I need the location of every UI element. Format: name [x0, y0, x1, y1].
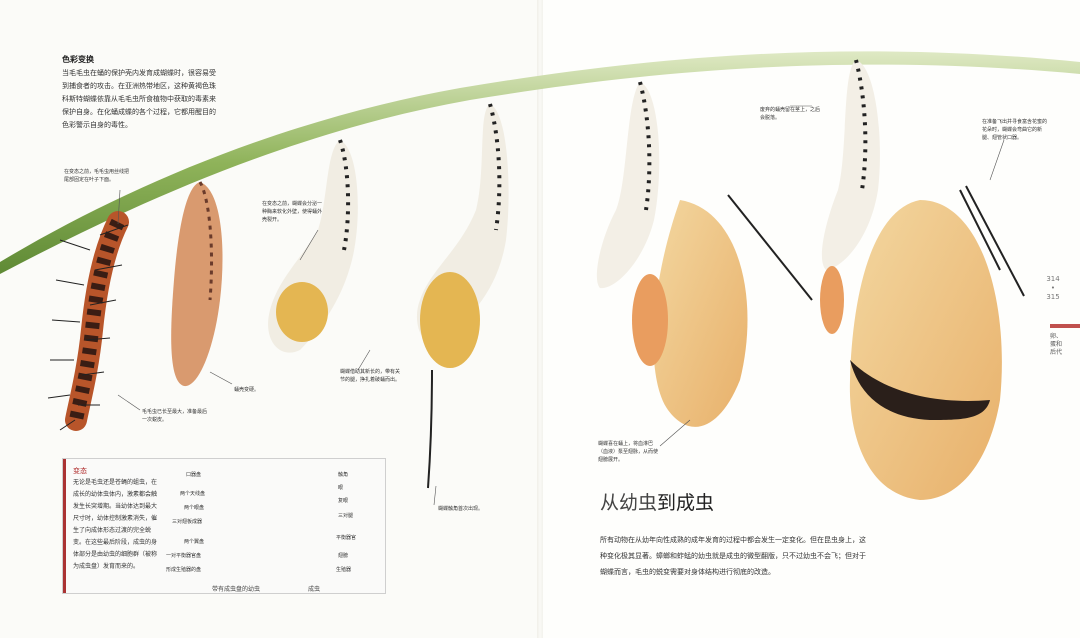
chrysalis-image	[171, 182, 223, 387]
diagram-label-left-2: 两个天线盘	[180, 491, 206, 497]
grass-leaf	[0, 51, 1080, 275]
note-final-molt: 毛毛虫已长至最大，准备最后一次蜕皮。	[142, 409, 208, 423]
diagram-label-left-5: 两个翼盘	[184, 539, 205, 545]
intro-heading: 色彩变换	[62, 55, 94, 64]
adult-butterfly-image	[820, 59, 1025, 500]
section-label: 卵、蛋和后代	[1050, 333, 1063, 356]
diagram-label-right-5: 平衡器官	[336, 535, 357, 541]
heading-part-b: 到成虫	[657, 492, 715, 514]
diagram-label-right-2: 眼	[338, 485, 344, 491]
diagram-caption-adult: 成虫	[308, 586, 321, 593]
note-legs-emerge: 蝴蝶借助其新长的，带有关节的腿，挣扎着破蛹而出。	[340, 369, 401, 383]
note-antenna: 蝴蝶触角首次出现。	[438, 506, 484, 512]
caterpillar-image	[47, 211, 129, 431]
diagram-label-right-7: 生殖器	[336, 567, 352, 573]
emerging-butterfly-stage-2	[416, 103, 509, 489]
note-silk-anchor: 在变态之前，毛毛虫用丝线把尾部固定在叶子下面。	[64, 169, 130, 183]
note-proboscis: 在准备飞出并寻食富含花蜜的花朵时，蝴蝶会弯曲它的新腿、翅管状口器。	[982, 119, 1048, 141]
right-page-heading: 从幼虫到成虫	[600, 488, 714, 515]
page-gutter	[537, 0, 543, 638]
note-empty-case: 废弃的蛹壳留在茎上，之后会脱落。	[760, 107, 821, 121]
intro-text: 当毛毛虫在蛹的保护壳内发育成蝴蝶时，很容易受到捕食者的攻击。在亚洲热带地区，这种…	[62, 69, 216, 129]
metamorphosis-box: 变态 无论是毛虫还是苍蝇的蛆虫，在成长的幼体虫体内，激素都会触发生长突增期。当幼…	[62, 458, 386, 594]
heading-part-a: 从幼虫	[600, 492, 658, 514]
diagram-label-right-3: 复眼	[338, 498, 349, 504]
box-accent-bar	[63, 459, 66, 593]
diagram-label-right-1: 触角	[338, 472, 349, 478]
diagram-label-left-4: 三对翅板成器	[172, 519, 203, 525]
diagram-label-left-3: 两个眼盘	[184, 505, 205, 511]
diagram-label-left-1: 口器盘	[186, 472, 202, 478]
diagram-label-right-6: 翅膀	[338, 553, 349, 559]
note-enzyme: 在变态之前，蝴蝶会分泌一种酶来软化外壁，使得蛹外壳裂开。	[262, 201, 323, 223]
right-page-text: 所有动物在从幼年向性成熟的成年发育的过程中都会发生一定变化。但在昆虫身上，这种变…	[600, 536, 866, 576]
diagram-label-left-6: 一对平衡器官盘	[166, 553, 202, 559]
note-shell-hardens: 蛹壳变硬。	[234, 387, 260, 393]
box-text: 无论是毛虫还是苍蝇的蛆虫，在成长的幼体虫体内，激素都会触发生长突增期。当幼体达到…	[73, 479, 158, 570]
emerging-butterfly-stage-3	[596, 81, 813, 427]
page-folio: 314 • 315	[1046, 275, 1060, 301]
emerging-butterfly-stage-1	[268, 139, 358, 353]
diagram-label-left-7: 形成生殖器的盘	[166, 567, 202, 573]
box-heading: 变态	[73, 467, 87, 475]
note-wings-expand: 蝴蝶喜在蛹上，将血淋巴（血液）泵至翅脉，从而使翅膀展开。	[598, 441, 659, 463]
section-tab	[1050, 324, 1080, 328]
diagram-label-right-4: 三对腿	[338, 513, 354, 519]
diagram-caption-larva: 带有成虫盘的幼虫	[212, 586, 261, 593]
